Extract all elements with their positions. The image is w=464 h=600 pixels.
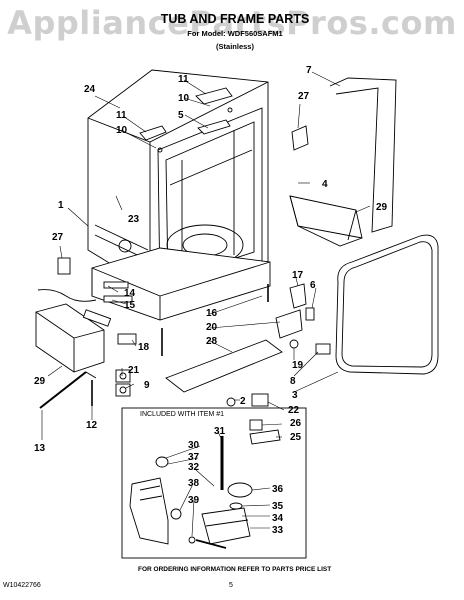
part-label-38: 38 [188,478,200,489]
part-label-9: 9 [144,380,150,391]
part-label-10: 10 [116,125,128,136]
part-label-34: 34 [272,513,284,524]
part-label-15: 15 [124,300,136,311]
part-label-11: 11 [116,110,127,121]
part-label-23: 23 [128,214,140,225]
part-label-6: 6 [310,280,316,291]
part-label-13: 13 [34,443,46,454]
ordering-note: FOR ORDERING INFORMATION REFER TO PARTS … [138,566,332,573]
part-label-20: 20 [206,322,218,333]
part-label-5: 5 [178,110,184,121]
page-title: TUB AND FRAME PARTS [160,12,310,26]
part-label-29: 29 [376,202,388,213]
part-label-24: 24 [84,84,96,95]
part-label-21: 21 [128,365,140,376]
part-label-30: 30 [188,440,200,451]
part-label-32: 32 [188,462,200,473]
part-label-18: 18 [138,342,150,353]
part-label-12: 12 [86,420,98,431]
part-label-25: 25 [290,432,302,443]
document-number: W10422766 [3,582,41,589]
plate-28 [165,339,283,393]
part-label-8: 8 [290,376,296,387]
shield-29-left [35,303,105,373]
part-label-3: 3 [292,390,298,401]
part-label-11: 11 [178,74,189,85]
model-line: For Model: WDF560SAFM1 [187,29,283,38]
part-label-14: 14 [124,288,136,299]
gasket-7 [329,77,397,233]
part-label-29: 29 [34,376,46,387]
part-label-31: 31 [214,426,226,437]
part-label-27: 27 [298,91,310,102]
shield-29 [289,195,363,247]
watermark: AppliancePartsPros.com [7,4,457,42]
base-frame [91,247,271,321]
bracket-27 [291,125,309,151]
finish-line: (Stainless) [216,42,254,51]
part-label-36: 36 [272,484,284,495]
top-brackets [139,87,233,153]
part-label-22: 22 [288,405,300,416]
part-label-27: 27 [52,232,64,243]
page-number: 5 [229,582,233,589]
inset-parts [129,431,271,549]
part-label-37: 37 [188,452,200,463]
part-label-17: 17 [292,270,304,281]
part-label-10: 10 [178,93,190,104]
part-label-26: 26 [290,418,302,429]
part-label-7: 7 [306,65,312,76]
part-label-35: 35 [272,501,284,512]
part-label-2: 2 [240,396,246,407]
part-label-16: 16 [206,308,218,319]
part-label-39: 39 [188,495,200,506]
inset-box [121,407,307,559]
gasket-3 [335,234,439,375]
part-label-28: 28 [206,336,218,347]
inset-title: INCLUDED WITH ITEM #1 [140,411,225,418]
part-label-19: 19 [292,360,304,371]
part-label-1: 1 [58,200,64,211]
part-label-33: 33 [272,525,284,536]
part-label-4: 4 [322,179,328,190]
